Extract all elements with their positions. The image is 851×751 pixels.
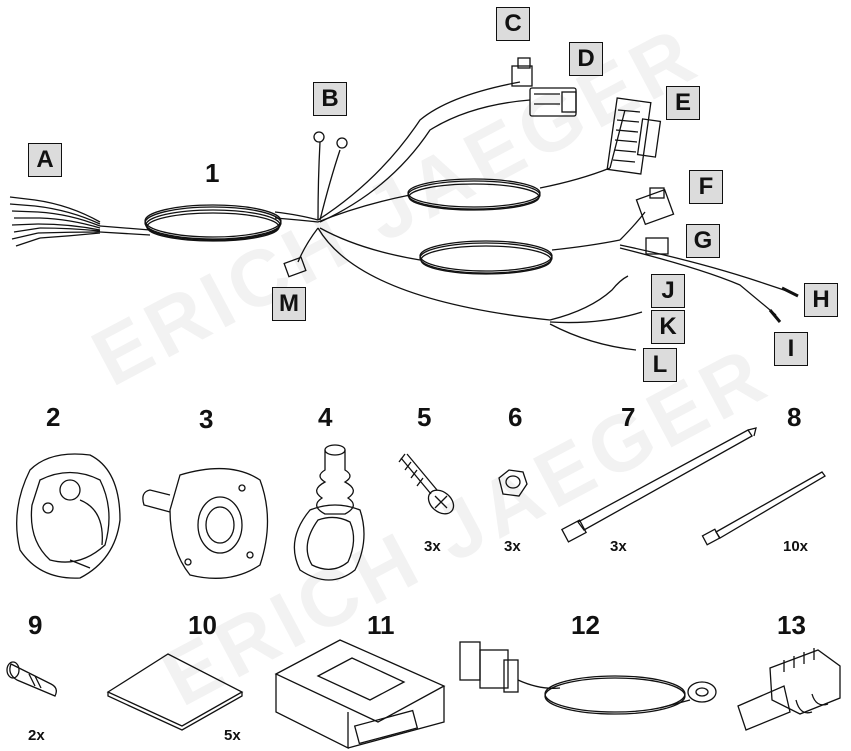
relay-ground-cable (459, 641, 717, 715)
adhesive-pad (106, 653, 244, 731)
quantity-8: 10x (783, 538, 809, 555)
item-number-2: 2 (46, 402, 61, 432)
item-number-10: 10 (188, 610, 217, 640)
quantity-7: 3x (610, 538, 627, 555)
control-module (274, 639, 446, 750)
quantity-10: 5x (224, 727, 241, 744)
label-connector-f: F (689, 170, 723, 204)
item-number-harness: 1 (205, 158, 220, 188)
label-connector-l: L (643, 348, 677, 382)
label-connector-k: K (651, 310, 685, 344)
connector-e-multipin (606, 97, 662, 175)
screw (398, 453, 455, 515)
rubber-seal (293, 444, 365, 581)
mounting-plate (142, 467, 269, 579)
trailer-socket (16, 453, 121, 579)
main-cable-coil (144, 204, 282, 242)
label-connector-e: E (666, 86, 700, 120)
terminal-block (737, 648, 841, 731)
hex-nut (498, 469, 528, 497)
label-connector-d: D (569, 42, 603, 76)
connector-g-plug (645, 237, 669, 255)
quantity-5: 3x (424, 538, 441, 555)
connectors-h-i-wires (619, 244, 799, 323)
item-number-12: 12 (571, 610, 600, 640)
cable-tie-small (701, 471, 826, 546)
label-connector-j: J (651, 274, 685, 308)
label-connector-g: G (686, 224, 720, 258)
quantity-9: 2x (28, 727, 45, 744)
cable-tie-large (561, 427, 757, 543)
connector-c-plug (511, 57, 533, 87)
label-connector-a: A (28, 143, 62, 177)
label-connector-b: B (313, 82, 347, 116)
item-number-11: 11 (367, 610, 395, 640)
item-number-3: 3 (199, 404, 214, 434)
connector-d-plug (529, 87, 577, 117)
item-number-5: 5 (417, 402, 432, 432)
item-number-7: 7 (621, 402, 636, 432)
item-number-4: 4 (318, 402, 333, 432)
item-number-8: 8 (787, 402, 802, 432)
connectors-j-k-l-wires (317, 227, 643, 351)
upper-cable-coil (407, 178, 541, 211)
wiring-harness (9, 57, 799, 351)
label-connector-m: M (272, 287, 306, 321)
label-connector-h: H (804, 283, 838, 317)
label-connector-i: I (774, 332, 808, 366)
connector-m-plug (283, 227, 319, 278)
item-number-13: 13 (777, 610, 806, 640)
lower-cable-coil (419, 240, 553, 275)
connector-b-ring-terminals (313, 131, 348, 221)
butt-connector (6, 661, 57, 697)
connector-a-wire-ends (9, 196, 151, 247)
item-number-9: 9 (28, 610, 43, 640)
label-connector-c: C (496, 7, 530, 41)
connector-f-plug (619, 187, 675, 241)
quantity-6: 3x (504, 538, 521, 555)
item-number-6: 6 (508, 402, 523, 432)
